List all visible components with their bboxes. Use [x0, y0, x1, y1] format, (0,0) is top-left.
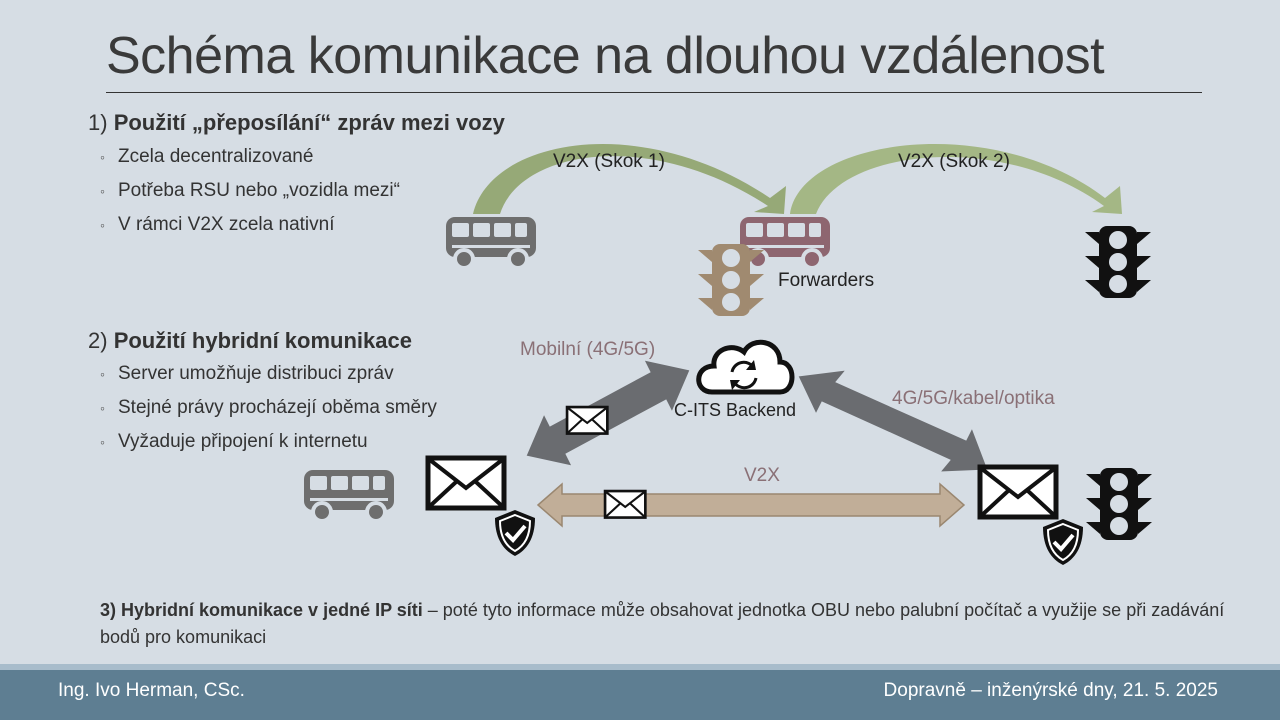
envelope-icon: [980, 467, 1056, 517]
footer: Ing. Ivo Herman, CSc. Dopravně – inženýr…: [0, 670, 1280, 720]
section2-number: 2): [88, 328, 108, 353]
section1-number: 1): [88, 110, 108, 135]
list-item: ◦Vyžaduje připojení k internetu: [100, 431, 368, 452]
envelope-icon: [428, 458, 504, 508]
list-item: ◦Stejné právy procházejí oběma směry: [100, 397, 437, 418]
section1-heading: 1) Použití „přeposílání“ zpráv mezi vozy: [88, 110, 505, 136]
slide-title: Schéma komunikace na dlouhou vzdálenost: [106, 27, 1105, 85]
shield-check-icon: [493, 508, 537, 558]
hop1-arrow: [473, 144, 786, 214]
section1-title: Použití „přeposílání“ zpráv mezi vozy: [113, 110, 505, 135]
footer-author: Ing. Ivo Herman, CSc.: [58, 680, 245, 701]
title-divider: [106, 92, 1202, 93]
list-item: ◦Zcela decentralizované: [100, 146, 314, 167]
section1-bullets: ◦Zcela decentralizované ◦Potřeba RSU neb…: [100, 146, 400, 248]
envelope-icon: [565, 405, 609, 435]
bus-icon: [444, 215, 538, 270]
envelope-icon: [603, 489, 647, 519]
section3-body: – poté tyto informace může obsahovat jed…: [100, 600, 1225, 647]
bus-icon: [738, 215, 832, 270]
wired-link-arrow: [797, 369, 989, 473]
traffic-light-icon: [1086, 468, 1152, 540]
list-item: ◦V rámci V2X zcela nativní: [100, 214, 335, 235]
list-item: ◦Potřeba RSU nebo „vozidla mezi“: [100, 180, 400, 201]
traffic-light-icon: [1085, 226, 1151, 298]
wired-label: 4G/5G/kabel/optika: [892, 388, 1055, 409]
v2x-link-arrow: [536, 482, 966, 528]
v2x-label: V2X: [744, 465, 780, 486]
footer-event: Dopravně – inženýrské dny, 21. 5. 2025: [883, 680, 1218, 701]
footer-accent: [0, 664, 1280, 670]
hop2-label: V2X (Skok 2): [898, 151, 1010, 172]
section2-heading: 2) Použití hybridní komunikace: [88, 328, 412, 354]
traffic-light-icon: [698, 244, 764, 316]
backend-label: C-ITS Backend: [674, 400, 797, 420]
section3-text: 3) Hybridní komunikace v jedné IP síti –…: [100, 597, 1230, 651]
section2-bullets: ◦Server umožňuje distribuci zpráv ◦Stejn…: [100, 363, 437, 465]
mobile-label: Mobilní (4G/5G): [520, 339, 656, 360]
section2-title: Použití hybridní komunikace: [113, 328, 412, 353]
cloud-sync-icon: [696, 339, 795, 395]
forwarders-label: Forwarders: [778, 270, 875, 291]
hop1-label: V2X (Skok 1): [553, 151, 665, 172]
section3-heading: 3) Hybridní komunikace v jedné IP síti: [100, 600, 423, 620]
bus-icon: [302, 468, 396, 523]
hop2-arrow: [790, 144, 1122, 214]
shield-check-icon: [1041, 517, 1085, 567]
list-item: ◦Server umožňuje distribuci zpráv: [100, 363, 394, 384]
